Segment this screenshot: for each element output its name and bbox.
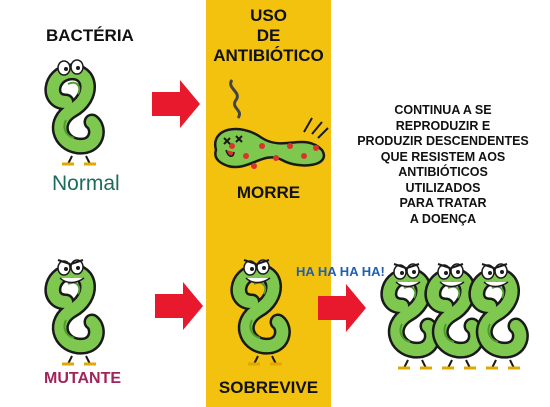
mutante-label: MUTANTE: [44, 370, 122, 387]
antibiotic-title-line3: ANTIBIÓTICO: [213, 46, 324, 65]
result-line: PARA TRATAR: [399, 196, 487, 210]
result-line: ANTIBIÓTICOS: [398, 165, 488, 179]
result-line: REPRODUZIR E: [395, 118, 491, 133]
dead-bacterium-icon: [214, 79, 329, 169]
result-line: CONTINUA A SE: [394, 103, 492, 117]
morre-label: MORRE: [236, 183, 301, 202]
bacterium-mutant-icon: [53, 260, 97, 364]
antibiotic-title-line1: USO: [250, 6, 287, 25]
result-line: A DOENÇA: [409, 211, 477, 226]
result-text: CONTINUA A SE REPRODUZIR E PRODUZIR DESC…: [336, 103, 550, 227]
result-line: QUE RESISTEM AOS: [380, 149, 506, 164]
laugh-text: HA HA HA HA!: [296, 264, 385, 279]
normal-label: Normal: [52, 172, 120, 195]
bacteria-colony-icon: [389, 264, 521, 368]
bacterium-normal-icon: [53, 60, 97, 164]
antibiotic-title-line2: DE: [256, 26, 281, 45]
right-arrow-icon: [155, 282, 203, 330]
sobrevive-label: SOBREVIVE: [218, 378, 319, 397]
bacterium-mutant-icon: [239, 260, 283, 364]
right-arrow-icon: [152, 80, 200, 128]
result-line: PRODUZIR DESCENDENTES: [357, 134, 529, 148]
bacteria-label: BACTÉRIA: [46, 26, 134, 45]
result-line: UTILIZADOS: [405, 180, 481, 195]
right-arrow-icon: [318, 284, 366, 332]
